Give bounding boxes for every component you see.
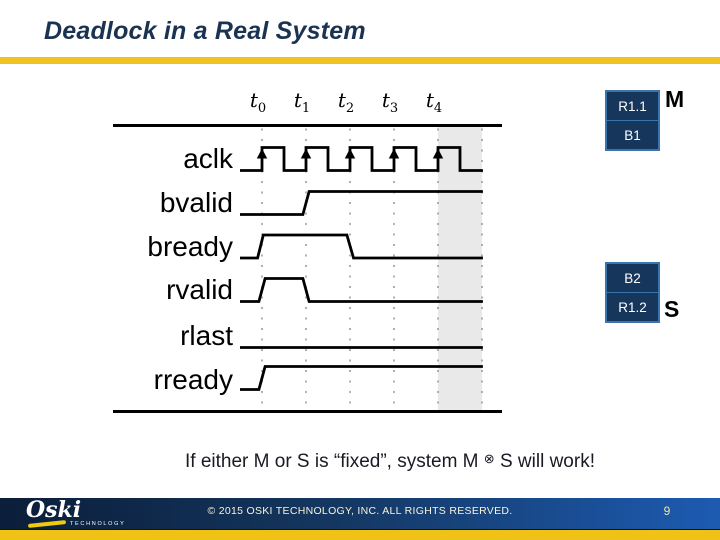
footer-copyright: © 2015 OSKI TECHNOLOGY, INC. ALL RIGHTS … — [207, 505, 513, 517]
time-label-t0: t0 — [249, 88, 267, 116]
statement-suffix: S will work! — [494, 451, 595, 472]
time-label-t4: t4 — [425, 88, 443, 116]
clock-edge-arrow-icon — [388, 148, 400, 159]
title-accent-rule — [0, 57, 720, 64]
signal-label-rvalid: rvalid — [166, 274, 233, 305]
clock-edge-arrow-icon — [344, 148, 356, 159]
signal-label-rready: rready — [153, 364, 233, 395]
footer-bar — [0, 498, 720, 530]
signal-label-bready: bready — [147, 231, 233, 262]
time-label-t2: t2 — [337, 88, 355, 116]
master-tag: M — [665, 86, 685, 112]
clock-edge-arrow-icon — [432, 148, 444, 159]
page-number: 9 — [663, 504, 671, 518]
signal-wave-bready — [240, 233, 483, 260]
sample-window-band — [438, 127, 482, 410]
slave-tag: S — [664, 296, 680, 322]
signal-wave-aclk — [240, 146, 483, 172]
signal-wave-bvalid — [240, 190, 483, 216]
signal-label-rlast: rlast — [180, 320, 233, 351]
oski-logo-script: Oski — [26, 497, 82, 523]
oski-logo-subtext: TECHNOLOGY — [70, 521, 126, 527]
oski-logo: Oski TECHNOLOGY — [26, 499, 136, 529]
clock-edge-arrow-icon — [256, 148, 268, 159]
signal-label-aclk: aclk — [183, 143, 233, 174]
time-label-t1: t1 — [293, 88, 311, 116]
slave-box-cell-b2: B2 — [607, 264, 658, 293]
master-signal-box: R1.1 B1 — [605, 90, 660, 151]
statement-prefix: If either M or S is “fixed”, system M — [185, 451, 484, 472]
time-label-t3: t3 — [381, 88, 399, 116]
signal-label-bvalid: bvalid — [159, 187, 233, 218]
tensor-operator: ⊗ — [483, 451, 495, 466]
master-box-cell-b1: B1 — [624, 127, 641, 143]
slide-title: Deadlock in a Real System — [44, 17, 366, 45]
bottom-accent-strip — [0, 530, 720, 540]
slave-signal-box: B2 R1.2 — [605, 262, 660, 323]
signal-wave-rvalid — [240, 277, 483, 303]
signal-wave-rready — [240, 365, 483, 391]
slave-box-cell-r12: R1.2 — [618, 299, 647, 315]
clock-edge-arrow-icon — [300, 148, 312, 159]
master-box-cell-r11: R1.1 — [607, 92, 658, 121]
statement-text: If either M or S is “fixed”, system M ⊗ … — [120, 451, 660, 473]
